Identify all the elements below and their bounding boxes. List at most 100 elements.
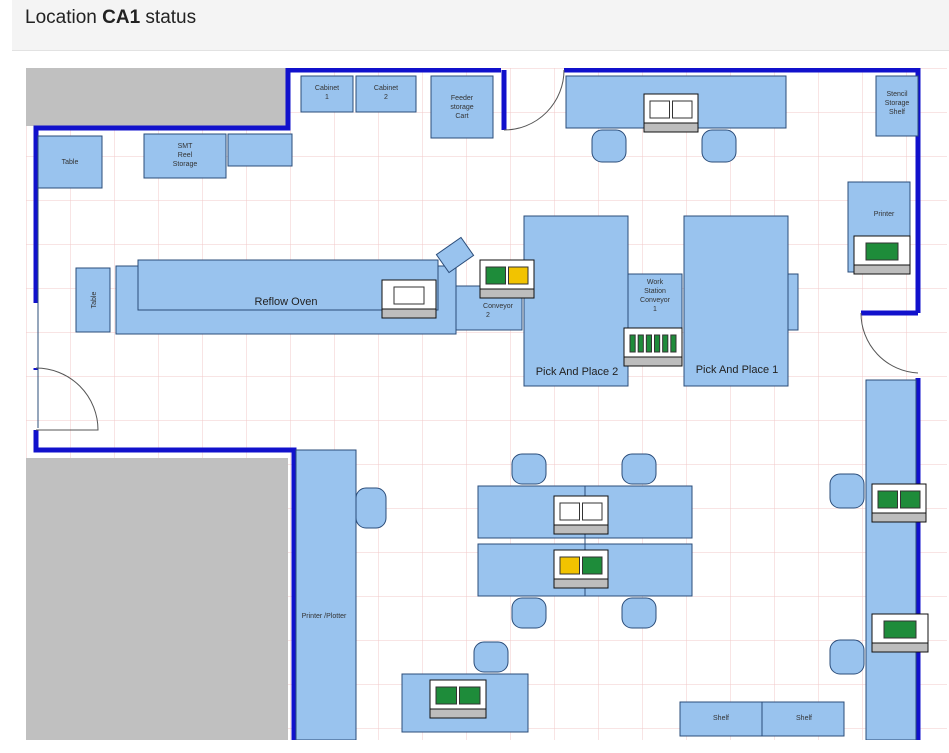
indicator-printer[interactable] — [853, 235, 911, 275]
indicator-ws-conveyor[interactable] — [623, 327, 683, 367]
chair-right-1 — [829, 473, 865, 509]
stencil-storage-shelf — [875, 75, 919, 137]
pick-and-place-2 — [523, 215, 629, 387]
label-conveyor2-l2: 2 — [486, 312, 490, 319]
cabinet-1 — [300, 75, 354, 113]
chair-left-bench — [355, 487, 387, 529]
label-shelf1: Shelf — [713, 715, 729, 722]
svg-text:Pick And Place 1: Pick And Place 1 — [696, 364, 779, 376]
door-swings — [35, 69, 919, 431]
label-stencil-l2: Storage — [885, 100, 910, 107]
status-slot — [582, 556, 603, 575]
indicator-right-bench-2[interactable] — [871, 613, 929, 653]
status-slot — [883, 620, 917, 639]
chair-bottom — [473, 641, 509, 673]
title-suffix: status — [145, 7, 197, 28]
svg-text:Reflow Oven: Reflow Oven — [255, 296, 318, 308]
feeder-storage-cart — [430, 75, 494, 139]
status-slot — [582, 502, 603, 521]
svg-text:Printer /Plotter: Printer /Plotter — [302, 613, 347, 620]
label-pnp2: Pick And Place 2 — [536, 366, 619, 378]
indicator-conveyor2[interactable] — [479, 259, 535, 299]
chair-desk-4 — [621, 597, 657, 629]
svg-text:Stencil: Stencil — [886, 91, 907, 98]
label-stencil-l3: Shelf — [889, 109, 905, 116]
chair-top-2 — [701, 129, 737, 163]
pnp1-side — [787, 273, 799, 331]
status-slot — [649, 100, 670, 119]
svg-text:Station: Station — [644, 288, 666, 295]
status-slot — [877, 490, 898, 509]
label-reflow-oven: Reflow Oven — [255, 296, 318, 308]
title-prefix: Location — [25, 7, 97, 28]
label-conveyor2-l1: Conveyor — [483, 303, 514, 310]
label-shelf2: Shelf — [796, 715, 812, 722]
pick-and-place-1 — [683, 215, 789, 387]
indicator-desk-1[interactable] — [553, 495, 609, 535]
label-smt-l2: Reel — [178, 152, 193, 159]
svg-text:Pick And Place 2: Pick And Place 2 — [536, 366, 619, 378]
svg-text:Shelf: Shelf — [796, 715, 812, 722]
status-slot — [435, 686, 457, 705]
label-ws-l2: Station — [644, 288, 666, 295]
oven-fan-unit — [435, 236, 475, 274]
status-slot — [645, 334, 652, 353]
svg-text:Cabinet: Cabinet — [374, 85, 398, 92]
label-feeder-l3: Cart — [455, 113, 468, 120]
label-feeder-l2: storage — [450, 104, 473, 111]
svg-text:2: 2 — [486, 312, 490, 319]
walls — [33, 68, 921, 740]
status-slot — [485, 266, 506, 285]
svg-text:Storage: Storage — [885, 100, 910, 107]
svg-text:2: 2 — [384, 94, 388, 101]
indicator-desk-2[interactable] — [553, 549, 609, 589]
label-feeder-l1: Feeder — [451, 95, 474, 102]
grey-area-top-left — [26, 68, 288, 126]
table-side — [75, 267, 111, 333]
svg-text:SMT: SMT — [178, 143, 194, 150]
svg-text:storage: storage — [450, 104, 473, 111]
svg-text:1: 1 — [325, 94, 329, 101]
label-smt-l3: Storage — [173, 161, 198, 168]
indicator-bottom-bench[interactable] — [429, 679, 487, 719]
label-table-top: Table — [62, 159, 79, 166]
svg-text:Storage: Storage — [173, 161, 198, 168]
table-top-left — [37, 135, 103, 189]
label-cabinet1-l1: Cabinet — [315, 85, 339, 92]
floor-plan: Cabinet 1 Cabinet 2 Feeder storage Cart … — [26, 68, 947, 740]
status-slot — [508, 266, 529, 285]
svg-text:Feeder: Feeder — [451, 95, 474, 102]
right-bench — [865, 379, 917, 740]
indicator-bench-top[interactable] — [643, 93, 699, 133]
status-slot — [559, 502, 580, 521]
status-slot — [459, 686, 481, 705]
ws-conveyor-1 — [627, 273, 683, 335]
chair-desk-2 — [621, 453, 657, 485]
svg-text:Reel: Reel — [178, 152, 193, 159]
label-table-side: Table — [91, 292, 98, 309]
svg-text:Printer: Printer — [874, 211, 895, 218]
status-slot — [662, 334, 669, 353]
location-code: CA1 — [102, 7, 141, 28]
label-stencil-l1: Stencil — [886, 91, 907, 98]
indicator-reflow-oven[interactable] — [381, 279, 437, 319]
label-printer-plotter: Printer /Plotter — [302, 613, 347, 620]
label-pnp1: Pick And Place 1 — [696, 364, 779, 376]
svg-text:Cabinet: Cabinet — [315, 85, 339, 92]
label-printer: Printer — [874, 211, 895, 218]
status-slot — [637, 334, 644, 353]
chair-right-2 — [829, 639, 865, 675]
smt-reel-storage — [143, 133, 227, 179]
page-title: Location CA1 status — [25, 7, 196, 29]
grey-area-bottom-left — [26, 458, 288, 740]
svg-text:Shelf: Shelf — [889, 109, 905, 116]
indicator-right-bench-1[interactable] — [871, 483, 927, 523]
status-slot — [559, 556, 580, 575]
status-slot — [865, 242, 899, 261]
page-header: Location CA1 status — [12, 0, 949, 51]
svg-text:Shelf: Shelf — [713, 715, 729, 722]
cabinet-2 — [355, 75, 417, 113]
label-smt-l1: SMT — [178, 143, 194, 150]
status-slot — [654, 334, 661, 353]
smt-reel-storage-ext — [227, 133, 293, 167]
